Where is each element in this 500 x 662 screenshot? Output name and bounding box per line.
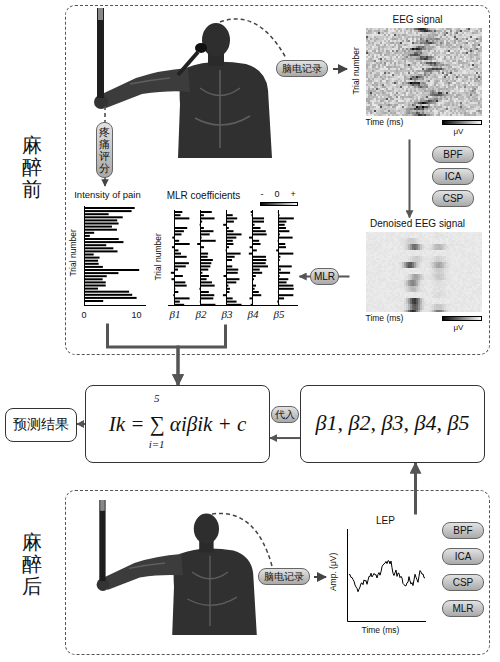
node-text: β2 (196, 308, 207, 321)
node-text: 麻醉前 (22, 134, 42, 200)
result-box: 预测结果 (5, 408, 77, 442)
node-text: - (261, 189, 264, 199)
step-pill: 脑电记录 (258, 568, 310, 585)
node-text: β5 (274, 308, 285, 321)
node-text: Trial number (352, 29, 362, 111)
node-text: 麻醉后 (22, 531, 42, 597)
node-text: LEP (346, 515, 426, 527)
node-text: β3 (222, 308, 233, 321)
edge-pill: 代入 (271, 406, 299, 423)
node-text: μV (454, 127, 464, 136)
node-text: 预测结果 (6, 416, 76, 432)
mlr-plot (168, 210, 298, 306)
node-text: Trial number (69, 214, 79, 290)
pain-plot (84, 206, 146, 306)
lep-panel: LEP Amp. (μV) Time (ms) (328, 515, 432, 652)
node-text: μV (454, 323, 464, 332)
formula-box: Ik = ∑ αiβik + c 5 i=1 (85, 385, 270, 463)
flow-connector (77, 423, 85, 425)
heat1-plot (366, 28, 482, 116)
node-text: 10 (132, 310, 142, 320)
step-pill: MLR (442, 600, 484, 617)
flow-connector (414, 463, 417, 515)
node-text: + (291, 189, 296, 199)
node-text: 0 (82, 310, 87, 320)
step-pill: 疼痛评分 (96, 122, 113, 178)
lep-plot (346, 529, 426, 623)
node-text: Trial number (154, 217, 164, 295)
microphone-head (195, 43, 207, 53)
person-figure (97, 500, 257, 635)
flow-connector (270, 437, 300, 439)
node-text: Amp. (μV) (329, 535, 339, 607)
coefficient-panel: MLR coefficientsTrial number β1 β2 β3 β4 β5 - 0… (152, 190, 300, 325)
node-text: Denoised EEG signal (350, 218, 486, 230)
recording-lead (212, 513, 272, 566)
node-text: i=1 (149, 438, 165, 451)
microphone (178, 52, 198, 75)
bar-plot (442, 316, 482, 321)
node-text: 0 (275, 189, 280, 199)
stage-region: 麻醉前EEG signalTrial numberTime (ms)μVDeno… (65, 5, 490, 355)
bar-plot (442, 120, 482, 125)
step-pill: CSP (432, 190, 474, 207)
step-pill: CSP (442, 574, 484, 591)
denoised-panel: Denoised EEG signalTime (ms) μV (350, 218, 486, 336)
node-text: Time (ms) (362, 626, 400, 636)
node-text: Time (ms) (366, 314, 404, 324)
node-text: 5 (154, 392, 160, 405)
step-pill: 脑电记录 (276, 60, 328, 77)
recording-lead (220, 19, 286, 58)
step-pill: BPF (432, 146, 474, 163)
edge-pill: MLR (310, 268, 339, 285)
flow-arrow (333, 68, 347, 70)
node-text: β1 (170, 308, 181, 321)
bar-plot (260, 202, 298, 206)
person-figure (94, 8, 272, 158)
step-pill: BPF (442, 522, 484, 539)
step-pill: ICA (432, 168, 474, 185)
node-text: Intensity of pain (68, 190, 148, 201)
node-text: EEG signal (350, 14, 486, 26)
node-text: β4 (248, 308, 259, 321)
heat2-plot (366, 232, 482, 312)
step-pill: ICA (442, 548, 484, 565)
eeg-panel: EEG signalTrial numberTime (ms) μV (350, 14, 486, 140)
feature-box: β1, β2, β3, β4, β5 (300, 385, 485, 463)
node-text: Ik = ∑ αiβik + c (86, 412, 269, 436)
node-text: Time (ms) (366, 118, 404, 128)
flow-arrow (314, 576, 326, 578)
node-text: β1, β2, β3, β4, β5 (301, 410, 484, 435)
flow-connector (409, 140, 411, 218)
node-text: MLR coefficients (152, 190, 256, 202)
pain-panel: Intensity of painTrial number 0 10 (68, 190, 148, 324)
